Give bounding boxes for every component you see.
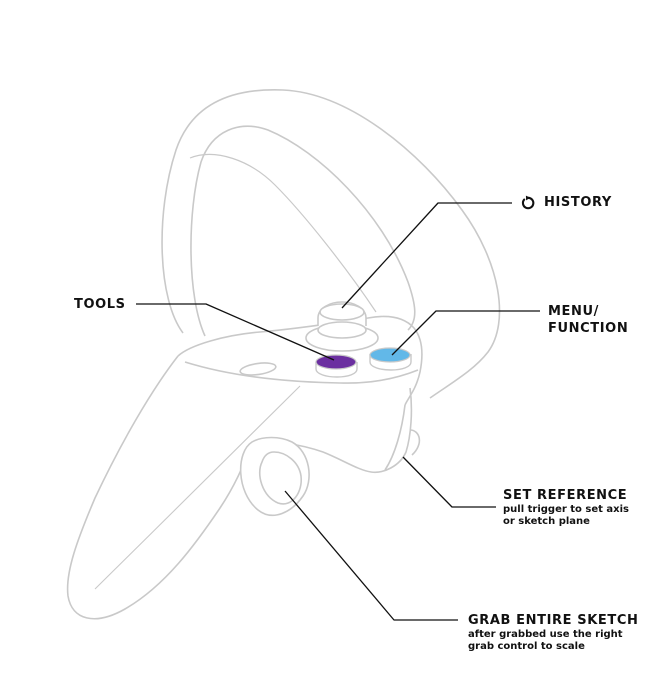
- grip-button: [239, 436, 310, 516]
- grab-sketch-desc-line1: after grabbed use the right: [468, 629, 623, 640]
- grab-sketch-desc-line2: grab control to scale: [468, 641, 585, 652]
- tools-label: TOOLS: [74, 297, 126, 312]
- history-label: HISTORY: [544, 195, 612, 210]
- grab-leader-line: [284, 490, 458, 621]
- thumbstick: [305, 301, 379, 352]
- menu-label-line1: MENU/: [548, 304, 600, 319]
- menu-leader-line: [391, 310, 540, 356]
- grab-sketch-callout: GRAB ENTIRE SKETCH after grabbed use the…: [468, 612, 638, 653]
- controller-body: [66, 315, 423, 620]
- tools-callout: TOOLS: [74, 296, 126, 313]
- tracking-ring: [161, 89, 501, 399]
- history-callout: HISTORY: [520, 194, 612, 211]
- menu-function-button: [369, 347, 412, 371]
- set-reference-leader-line: [402, 456, 496, 508]
- history-icon: [521, 195, 535, 209]
- tools-button: [315, 354, 358, 378]
- menu-function-callout: MENU/ FUNCTION: [548, 303, 628, 337]
- set-reference-label: SET REFERENCE: [503, 488, 628, 503]
- tools-leader-line: [136, 303, 335, 361]
- history-leader-line: [341, 202, 512, 309]
- set-reference-callout: SET REFERENCE pull trigger to set axis o…: [503, 487, 629, 528]
- set-reference-desc-line1: pull trigger to set axis: [503, 504, 629, 515]
- grab-sketch-label: GRAB ENTIRE SKETCH: [468, 613, 639, 628]
- menu-label-line2: FUNCTION: [548, 321, 629, 336]
- set-reference-desc-line2: or sketch plane: [503, 516, 590, 527]
